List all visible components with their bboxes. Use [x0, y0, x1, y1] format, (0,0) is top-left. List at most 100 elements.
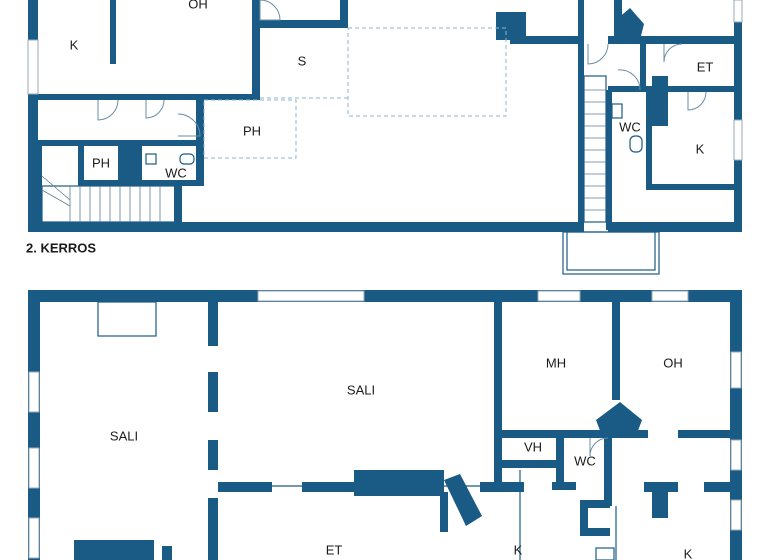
wall	[646, 184, 742, 190]
wall	[578, 0, 584, 232]
door-swing	[259, 0, 281, 21]
wall	[208, 498, 218, 560]
upper-floor-plan: OH K S PH PH WC ET WC K 2. KERROS	[26, 0, 743, 275]
wall	[494, 302, 502, 484]
toilet-icon	[629, 135, 643, 153]
wall	[208, 302, 218, 346]
wall	[564, 430, 648, 438]
fireplace-outline	[97, 301, 157, 337]
lower-floor-plan: SALI SALI MH OH VH WC ET K K	[28, 282, 742, 560]
wall-notch	[86, 546, 96, 560]
window	[733, 0, 743, 23]
room-label-k-right: K	[696, 141, 705, 156]
wall	[612, 302, 620, 400]
wall	[606, 90, 612, 230]
door-swing	[587, 43, 609, 65]
open-area-outline	[203, 99, 297, 159]
wall	[78, 146, 84, 184]
window	[28, 517, 40, 559]
wall	[480, 482, 524, 492]
wall	[608, 36, 742, 44]
room-label-oh: OH	[663, 355, 683, 370]
room-label-et: ET	[697, 59, 714, 74]
open-area-outline	[347, 27, 507, 117]
door-swing	[687, 91, 707, 111]
wall	[502, 430, 562, 438]
wall-notch	[372, 472, 382, 490]
wall	[496, 12, 526, 40]
window	[651, 290, 689, 302]
wall	[118, 146, 142, 184]
window	[28, 371, 40, 413]
floor-title: 2. KERROS	[26, 240, 96, 255]
wall	[556, 430, 564, 482]
wall	[646, 90, 652, 190]
door-swing	[177, 113, 201, 137]
door-swing	[663, 43, 683, 63]
wall	[596, 402, 642, 436]
room-label-ph-small: PH	[92, 155, 110, 170]
room-label-k-center: K	[514, 542, 523, 557]
wall	[252, 0, 260, 100]
window	[730, 439, 742, 471]
wall	[604, 438, 612, 506]
wall	[510, 36, 584, 44]
room-label-k-right: K	[684, 546, 693, 560]
door-swing	[97, 99, 119, 121]
wall	[616, 8, 644, 40]
window	[537, 290, 581, 302]
wall	[218, 482, 272, 492]
room-label-et: ET	[326, 542, 343, 557]
wall-notch	[130, 546, 140, 560]
window	[257, 290, 365, 302]
room-label-sali-center: SALI	[347, 382, 375, 397]
wall	[608, 222, 742, 232]
wall	[302, 482, 354, 492]
wall	[252, 20, 348, 28]
wall	[580, 528, 610, 536]
wall	[444, 474, 482, 526]
wall	[28, 222, 580, 232]
wall	[28, 146, 42, 226]
wall	[440, 492, 448, 532]
wall	[162, 546, 172, 560]
door-swing	[589, 437, 609, 457]
toilet-icon	[179, 153, 195, 165]
window	[27, 39, 39, 95]
wall	[28, 290, 40, 560]
wall	[208, 440, 218, 470]
window	[730, 499, 742, 531]
sink-icon	[145, 153, 157, 165]
wall	[354, 470, 444, 496]
wall	[174, 186, 182, 226]
wall	[28, 94, 258, 100]
wall	[704, 482, 742, 492]
window	[730, 351, 742, 389]
wall	[110, 0, 116, 64]
wall	[28, 0, 38, 232]
door-swing	[145, 99, 165, 119]
watermark	[270, 282, 288, 315]
room-label-vh: VH	[524, 439, 542, 454]
wall	[340, 0, 348, 26]
staircase-right	[583, 75, 607, 223]
staircase-left	[41, 175, 177, 223]
room-label-ph: PH	[243, 123, 261, 138]
wall	[652, 482, 668, 518]
wall	[552, 482, 576, 490]
wall	[734, 0, 742, 232]
wall	[28, 290, 742, 302]
room-label-wc-right: WC	[619, 119, 641, 134]
fixture	[595, 547, 615, 560]
balcony-rail	[566, 231, 656, 271]
wall	[502, 460, 558, 468]
wall	[38, 140, 198, 146]
room-label-wc: WC	[165, 165, 187, 180]
wall	[640, 40, 646, 90]
window	[28, 447, 40, 489]
wall	[580, 500, 610, 508]
wall	[678, 430, 742, 438]
wall	[580, 508, 588, 532]
room-label-oh: OH	[188, 0, 208, 11]
